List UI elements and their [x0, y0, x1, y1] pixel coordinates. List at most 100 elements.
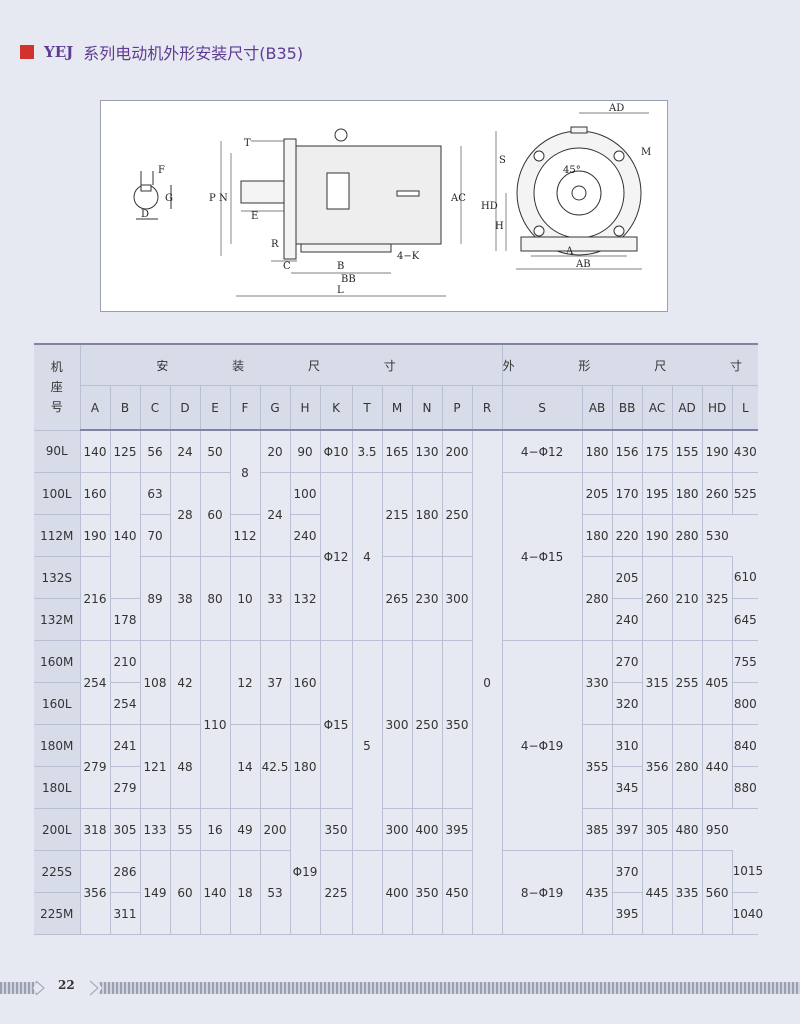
cell-l: 530	[702, 514, 733, 557]
model-cell: 100L	[34, 472, 81, 515]
cell-a: 254	[80, 640, 111, 725]
page-number: 22	[58, 978, 75, 992]
table-row: 132S 216 89 38 80 10 33 132 265 230 300 …	[34, 556, 759, 641]
col-header: B	[110, 385, 141, 431]
cell-m: 350	[320, 808, 353, 851]
cell-hd: 260	[702, 472, 733, 515]
cell-e: 60	[200, 472, 231, 557]
cell-e: 80	[200, 556, 231, 641]
cell-f: 10	[230, 556, 261, 641]
cell-k: Φ12	[320, 472, 353, 641]
col-header: BB	[612, 385, 643, 431]
cell-hd: 560	[702, 850, 733, 935]
cell-s: 8−Φ19	[502, 850, 583, 935]
dim-label-c: C	[283, 261, 291, 272]
cell-c: 70	[140, 514, 171, 557]
cell-p: 450	[442, 850, 473, 935]
cell-g: 49	[230, 808, 261, 851]
col-header: F	[230, 385, 261, 431]
cell-l: 1040	[732, 892, 763, 935]
dim-label-l: L	[337, 285, 344, 296]
col-header: C	[140, 385, 171, 431]
cell-c: 149	[140, 850, 171, 935]
dim-label-4k: 4−K	[397, 251, 420, 262]
cell-s: 4−Φ12	[502, 430, 583, 473]
table-row: 180L 279 345 880	[34, 766, 759, 809]
cell-g: 24	[260, 472, 291, 557]
cell-ab: 435	[582, 850, 613, 935]
cell-b: 241	[110, 724, 141, 767]
cell-c: 56	[140, 430, 171, 473]
model-cell: 160L	[34, 682, 81, 725]
cell-a: 356	[80, 850, 111, 935]
dim-label-t: T	[244, 138, 251, 149]
page-title: YEJ 系列电动机外形安装尺寸(B35)	[20, 40, 303, 64]
cell-n: 300	[382, 808, 413, 851]
col-header: K	[320, 385, 353, 431]
table-row: 180M 279 241 121 48 14 42.5 180 355 310 …	[34, 724, 759, 809]
cell-a: 216	[80, 556, 111, 641]
dim-label-g: G	[165, 193, 173, 204]
cell-hd: 280	[672, 514, 703, 557]
cell-ad: 210	[672, 556, 703, 641]
cell-c: 108	[140, 640, 171, 725]
cell-f: 14	[230, 724, 261, 809]
cell-r: 0	[472, 430, 503, 935]
col-header: E	[200, 385, 231, 431]
cell-ac: 195	[642, 472, 673, 515]
cell-f: 18	[230, 850, 261, 935]
title-marker-square	[20, 45, 34, 59]
model-cell: 200L	[34, 808, 81, 851]
dim-label-ad: AD	[608, 103, 624, 114]
cell-n: 250	[412, 640, 443, 809]
cell-b: 140	[110, 472, 141, 599]
cell-ad: 190	[642, 514, 673, 557]
cell-n: 350	[412, 850, 443, 935]
cell-t	[352, 850, 383, 935]
cell-ab: 240	[290, 514, 321, 557]
table-row: 225S 356 286 149 60 140 18 53 225 400 35…	[34, 850, 763, 935]
cell-g: 37	[260, 640, 291, 725]
cell-bb: 205	[612, 556, 643, 599]
title-text: 系列电动机外形安装尺寸(B35)	[83, 44, 304, 63]
dim-label-hd: HD	[481, 201, 498, 212]
dim-label-ab: AB	[575, 259, 591, 270]
cell-h: 160	[290, 640, 321, 725]
col-header: T	[352, 385, 383, 431]
cell-k: Φ10	[320, 430, 353, 473]
table-row: 90L 140 125 56 24 50 8 20 90 Φ10 3.5 165…	[34, 430, 759, 935]
cell-h: 100	[290, 472, 321, 515]
model-cell: 132M	[34, 598, 81, 641]
cell-bb: 345	[612, 766, 643, 809]
model-cell: 160M	[34, 640, 81, 683]
cell-ad: 180	[672, 472, 703, 515]
cell-b: 254	[110, 682, 141, 725]
dimension-table: 机座号 安 装 尺 寸 外 形 尺 寸 A B C D E F G H K T …	[34, 343, 763, 935]
cell-d: 28	[170, 472, 201, 557]
cell-b: 311	[110, 892, 141, 935]
dim-label-e: E	[251, 211, 258, 222]
cell-n: 180	[412, 472, 443, 557]
cell-m: 215	[382, 472, 413, 557]
table-row: 132M 178 240 645	[34, 598, 759, 641]
table-row: 160M 254 210 108 42 110 12 37 160 Φ15 5 …	[34, 640, 759, 851]
col-header: D	[170, 385, 201, 431]
cell-g: 42.5	[260, 724, 291, 809]
cell-c: 121	[140, 724, 171, 809]
cell-a: 190	[80, 514, 111, 557]
cell-bb: 270	[612, 640, 643, 683]
col-header: HD	[702, 385, 733, 431]
cell-p: 300	[442, 556, 473, 641]
dim-label-b: B	[337, 261, 344, 272]
cell-b: 210	[110, 640, 141, 683]
cell-a: 279	[80, 724, 111, 809]
dim-label-m: M	[641, 147, 651, 158]
cell-d: 38	[170, 556, 201, 641]
cell-l: 645	[732, 598, 759, 641]
cell-hd: 480	[672, 808, 703, 851]
cell-l: 880	[732, 766, 759, 809]
model-cell: 112M	[34, 514, 81, 557]
cell-ab: 395	[442, 808, 473, 851]
cell-s: 4−Φ19	[502, 640, 583, 851]
cell-d: 24	[170, 430, 201, 473]
